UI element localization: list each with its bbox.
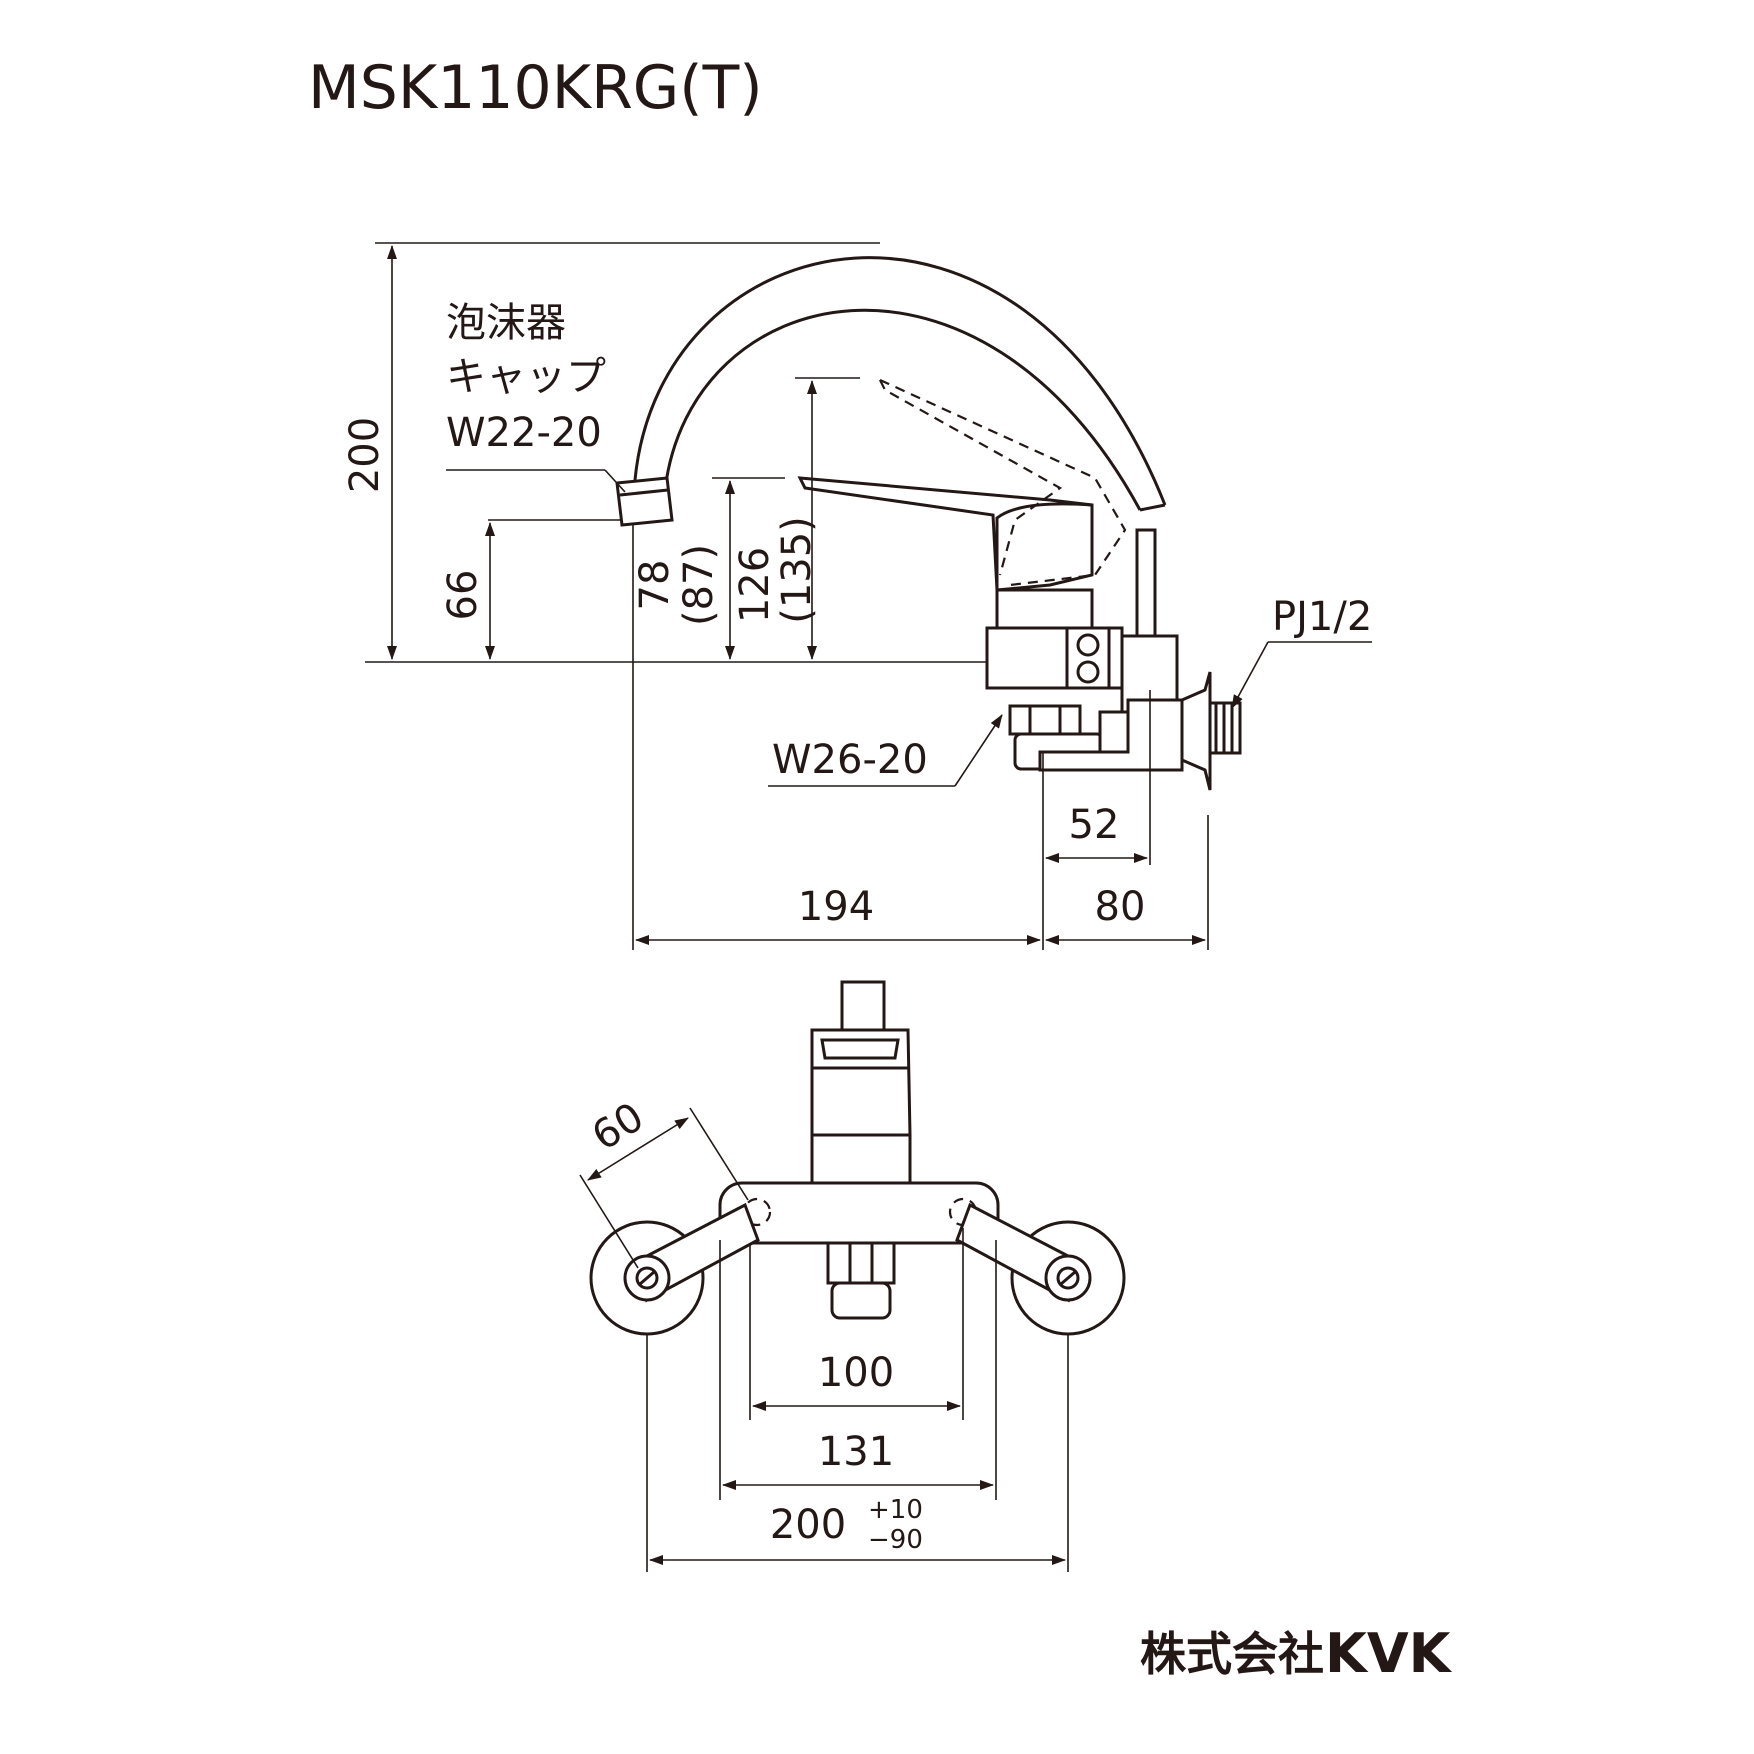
dim-lever-low: 78 — [632, 560, 678, 611]
dim-lever-high-open: (135) — [774, 516, 820, 624]
model-title: MSK110KRG(T) — [308, 53, 763, 123]
dim-angle-mount: 60 — [584, 1094, 652, 1160]
company-label: 株式会社 — [1140, 1627, 1324, 1681]
dim-pitch-tol-plus: +10 — [868, 1495, 923, 1525]
dim-total-height: 200 — [342, 417, 388, 493]
side-view: 200 66 78 (87) 126 (135) 泡沫器 キャップ W22-20… — [342, 242, 1372, 950]
spout-stub — [840, 980, 886, 1032]
ext-60-left — [579, 1174, 639, 1269]
dim-lever-high: 126 — [732, 547, 778, 623]
label-aerator-1: 泡沫器 — [446, 300, 566, 346]
dim-depth-inner: 52 — [1069, 802, 1120, 848]
dim-hole-spacing: 100 — [818, 1350, 894, 1396]
ext-60-right — [689, 1107, 749, 1201]
label-aerator-thread: W22-20 — [446, 410, 602, 456]
label-aerator-2: キャップ — [446, 354, 606, 400]
lever-handle-open — [879, 378, 1127, 587]
aerator-cap — [615, 476, 674, 527]
dim-body-width: 131 — [818, 1429, 894, 1475]
outlet-cap — [830, 1281, 892, 1320]
outlet-nut — [826, 1241, 896, 1285]
lever-handle — [797, 476, 1094, 592]
leader-aerator-d — [604, 469, 626, 493]
spout — [615, 256, 1167, 527]
valve-body — [985, 528, 1242, 791]
dim-line-60 — [587, 1117, 689, 1181]
label-inlet-thread: PJ1/2 — [1272, 594, 1372, 640]
dim-spout-height: 66 — [440, 570, 486, 621]
dim-reach: 194 — [798, 884, 874, 930]
label-outlet-thread: W26-20 — [772, 737, 928, 783]
dim-lever-low-open: (87) — [676, 544, 722, 626]
dim-depth-total: 80 — [1095, 884, 1146, 930]
leader-pj-d — [1231, 641, 1269, 709]
brand-logo: KVK — [1325, 1622, 1453, 1685]
dim-pitch: 200 — [770, 1502, 846, 1548]
front-view: 60 100 131 200 +10 −90 — [579, 980, 1126, 1572]
leader-w26-d — [954, 714, 1003, 787]
dim-pitch-tol-minus: −90 — [868, 1525, 923, 1555]
body-bar — [718, 1181, 1000, 1245]
